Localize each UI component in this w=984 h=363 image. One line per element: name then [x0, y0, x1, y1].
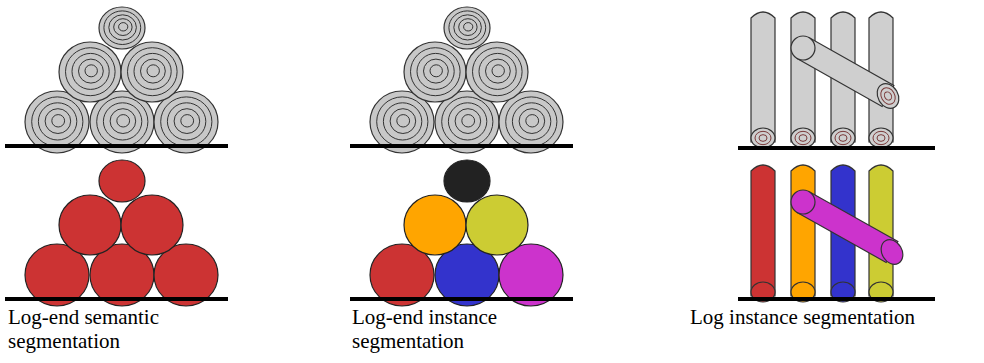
segmentation-mask [121, 195, 183, 255]
growth-ring [430, 65, 442, 77]
log [751, 165, 775, 296]
growth-ring [512, 103, 550, 140]
growth-ring [134, 53, 171, 89]
growth-ring [52, 115, 65, 127]
log-end [444, 7, 490, 49]
growth-ring [45, 109, 71, 134]
growth-ring [506, 97, 557, 147]
growth-ring [103, 103, 141, 140]
panel-caption: Log-end instance segmentation [352, 305, 587, 353]
log-end [751, 128, 775, 148]
growth-ring [167, 103, 205, 140]
growth-ring [873, 131, 889, 144]
growth-ring [104, 11, 141, 45]
growth-ring [72, 53, 109, 89]
segmentation-mask [466, 195, 528, 255]
growth-ring [759, 135, 767, 142]
growth-ring [417, 53, 454, 89]
growth-ring [383, 103, 421, 140]
growth-ring [147, 65, 159, 77]
growth-ring [449, 11, 486, 45]
log-end [791, 128, 815, 148]
growth-ring [479, 53, 516, 89]
growth-ring [459, 19, 477, 36]
growth-ring [526, 115, 539, 127]
growth-ring [835, 131, 851, 144]
growth-ring [462, 115, 475, 127]
segmentation-mask [444, 160, 490, 202]
growth-ring [97, 97, 148, 147]
growth-ring [486, 59, 511, 83]
growth-ring [464, 23, 473, 31]
log-end [121, 42, 183, 102]
growth-ring [109, 15, 137, 40]
growth-ring [492, 65, 504, 77]
growth-ring [473, 48, 523, 96]
ground-line [350, 297, 573, 301]
growth-ring [161, 97, 212, 147]
log-end [791, 36, 815, 60]
growth-ring [839, 135, 847, 142]
growth-ring [114, 19, 132, 36]
log-end [466, 42, 528, 102]
growth-ring [883, 91, 893, 102]
growth-ring [878, 85, 898, 107]
log [751, 12, 775, 142]
growth-ring [79, 59, 104, 83]
growth-ring [448, 103, 486, 140]
ground-line [738, 146, 935, 150]
panel-caption: Log instance segmentation [690, 305, 915, 329]
growth-ring [519, 109, 545, 134]
growth-ring [411, 48, 461, 96]
growth-ring [390, 109, 416, 134]
growth-ring [795, 131, 811, 144]
log [791, 165, 815, 296]
log-end [831, 128, 855, 148]
segmentation-mask [59, 195, 121, 255]
ground-line [5, 297, 228, 301]
log-end [873, 80, 903, 113]
growth-ring [85, 65, 97, 77]
growth-ring [755, 131, 771, 144]
growth-ring [117, 115, 130, 127]
growth-ring [424, 59, 449, 83]
panel-caption: Log-end semantic segmentation [8, 305, 243, 353]
log-end [791, 190, 815, 214]
growth-ring [799, 135, 807, 142]
growth-ring [32, 97, 83, 147]
growth-ring [397, 115, 410, 127]
log-end [59, 42, 121, 102]
growth-ring [455, 109, 481, 134]
growth-ring [38, 103, 76, 140]
growth-ring [66, 48, 116, 96]
segmentation-mask [404, 195, 466, 255]
growth-ring [181, 115, 194, 127]
growth-ring [110, 109, 136, 134]
growth-ring [174, 109, 200, 134]
growth-ring [377, 97, 428, 147]
log-end [877, 236, 907, 269]
ground-line [738, 297, 935, 301]
log-end [99, 7, 145, 49]
growth-ring [454, 15, 482, 40]
ground-line [5, 144, 228, 148]
log [791, 12, 815, 142]
growth-ring [141, 59, 166, 83]
ground-line [350, 144, 573, 148]
log-end [404, 42, 466, 102]
growth-ring [119, 23, 128, 31]
log-end [869, 128, 893, 148]
growth-ring [442, 97, 493, 147]
growth-ring [128, 48, 178, 96]
segmentation-mask [99, 160, 145, 202]
growth-ring [877, 135, 885, 142]
